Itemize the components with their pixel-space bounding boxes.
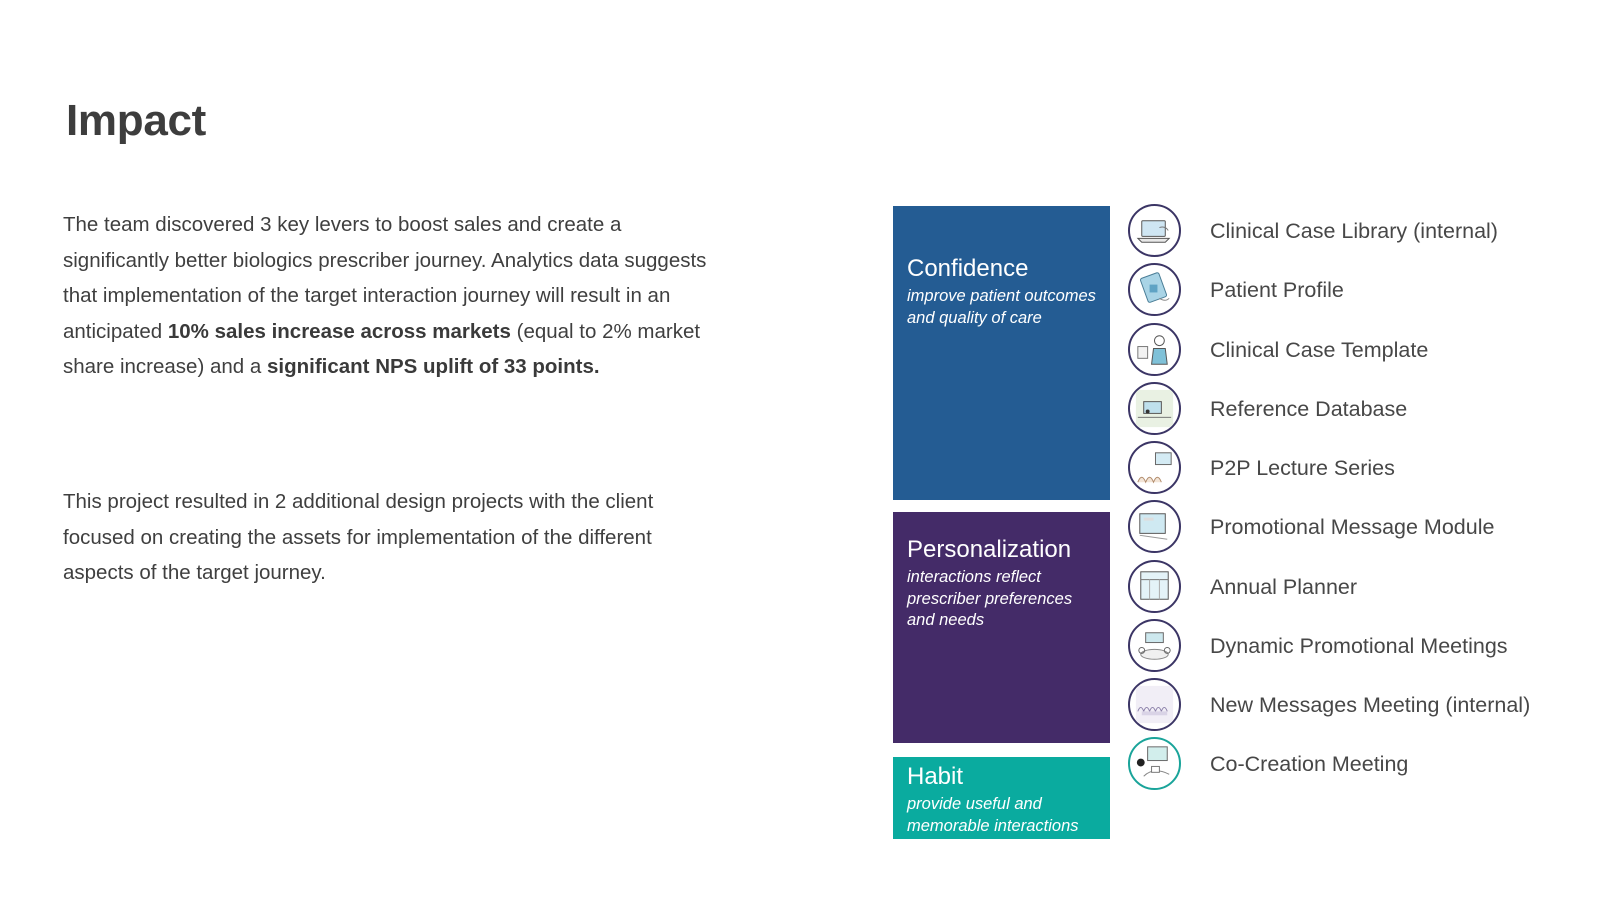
- asset-label: Clinical Case Library (internal): [1210, 219, 1498, 243]
- asset-item: New Messages Meeting (internal): [1128, 678, 1588, 736]
- asset-label: Co-Creation Meeting: [1210, 752, 1409, 776]
- asset-label: Reference Database: [1210, 397, 1408, 421]
- doctor-illustration-icon: [1128, 323, 1181, 376]
- lever-confidence-block: Confidence improve patient outcomes and …: [893, 206, 1110, 500]
- lever-subtitle: interactions reflect prescriber preferen…: [907, 568, 1073, 629]
- page-title: Impact: [66, 96, 207, 145]
- asset-label: Promotional Message Module: [1210, 515, 1495, 539]
- asset-label: Patient Profile: [1210, 278, 1344, 302]
- summary-text-2: (equal to 2% market share increase) and …: [63, 319, 701, 379]
- asset-item: Annual Planner: [1128, 560, 1588, 618]
- nps-uplift-highlight: significant NPS uplift of 33 points.: [266, 355, 600, 379]
- tablet-hand-illustration-icon: [1128, 263, 1181, 316]
- asset-label: Clinical Case Template: [1210, 338, 1429, 362]
- asset-label: Dynamic Promotional Meetings: [1210, 634, 1508, 658]
- laptop-illustration-icon: [1128, 204, 1181, 257]
- tablet-screen-illustration-icon: [1128, 500, 1181, 553]
- asset-item: Reference Database: [1128, 382, 1588, 440]
- asset-item: Clinical Case Template: [1128, 323, 1588, 381]
- asset-label: Annual Planner: [1210, 575, 1358, 599]
- workshop-illustration-icon: [1128, 737, 1181, 790]
- desk-monitor-illustration-icon: [1128, 382, 1181, 435]
- sales-increase-highlight: 10% sales increase across markets: [167, 319, 511, 343]
- calendar-screen-illustration-icon: [1128, 560, 1181, 613]
- summary-text-1: The team discovered 3 key levers to boos…: [63, 213, 707, 343]
- group-meeting-illustration-icon: [1128, 678, 1181, 731]
- asset-item: P2P Lecture Series: [1128, 441, 1588, 499]
- follow-up-paragraph: This project resulted in 2 additional de…: [63, 490, 654, 585]
- asset-item: Patient Profile: [1128, 263, 1588, 321]
- asset-label: P2P Lecture Series: [1210, 456, 1395, 480]
- asset-item: Co-Creation Meeting: [1128, 737, 1588, 795]
- lever-subtitle: provide useful and memorable interaction…: [907, 795, 1079, 835]
- asset-label: New Messages Meeting (internal): [1210, 693, 1531, 717]
- lever-habit-block: Habit provide useful and memorable inter…: [893, 757, 1110, 839]
- lever-title: Habit: [907, 763, 964, 790]
- lever-subtitle: improve patient outcomes and quality of …: [907, 287, 1096, 327]
- asset-item: Promotional Message Module: [1128, 500, 1588, 558]
- asset-item: Dynamic Promotional Meetings: [1128, 619, 1588, 677]
- lever-title: Confidence: [907, 255, 1029, 282]
- lever-personalization-block: Personalization interactions reflect pre…: [893, 512, 1110, 743]
- lecture-audience-illustration-icon: [1128, 441, 1181, 494]
- lever-title: Personalization: [907, 536, 1072, 563]
- impact-summary-paragraph: The team discovered 3 key levers to boos…: [63, 207, 723, 385]
- meeting-illustration-icon: [1128, 619, 1181, 672]
- asset-item: Clinical Case Library (internal): [1128, 204, 1588, 262]
